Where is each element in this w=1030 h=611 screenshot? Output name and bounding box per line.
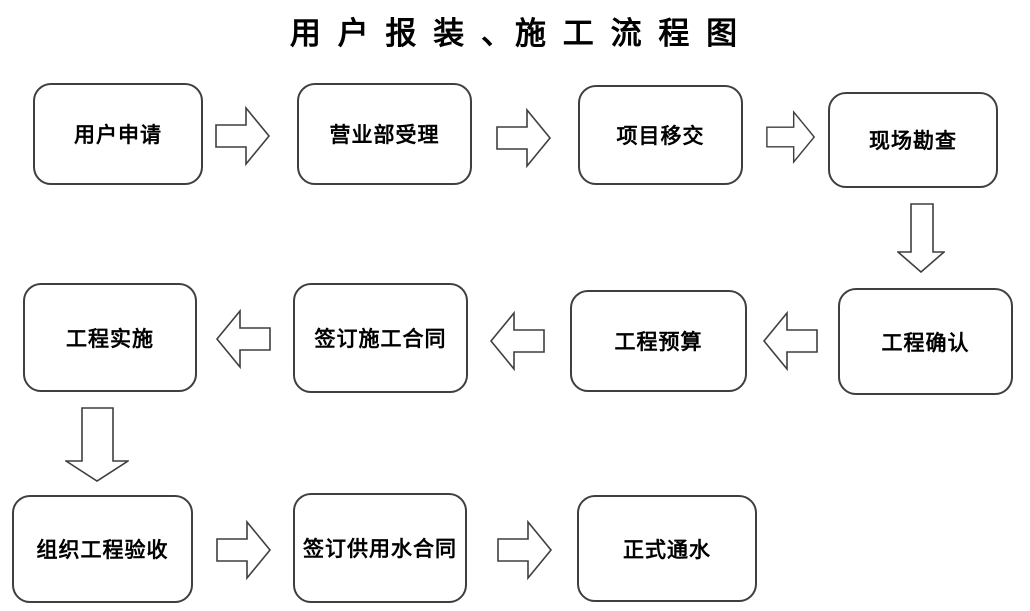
block-arrow-right-icon	[215, 104, 271, 168]
flow-box-site-survey: 现场勘查	[828, 92, 998, 188]
flow-box-official-water-supply: 正式通水	[577, 495, 757, 602]
block-arrow-down-icon	[895, 203, 947, 274]
block-arrow-left-icon	[215, 307, 271, 371]
flow-box-label: 工程实施	[66, 325, 154, 351]
flow-box-sign-water-supply-contract: 签订供用水合同	[293, 493, 467, 603]
block-arrow-right-icon	[496, 106, 552, 170]
flow-box-organize-acceptance: 组织工程验收	[12, 495, 193, 603]
flow-box-user-apply: 用户申请	[33, 83, 203, 185]
block-arrow-down-icon	[63, 407, 131, 483]
page-title: 用 户 报 装 、施 工 流 程 图	[289, 16, 741, 52]
flow-box-label: 签订施工合同	[314, 326, 447, 351]
flow-box-sign-construction-contract: 签订施工合同	[293, 283, 468, 393]
block-arrow-right-icon	[497, 518, 553, 582]
flow-box-label: 工程确认	[881, 329, 970, 355]
flow-box-label: 工程预算	[614, 329, 703, 354]
flow-box-label: 组织工程验收	[36, 537, 169, 562]
block-arrow-right-icon	[216, 518, 272, 582]
flow-box-label: 现场勘查	[869, 128, 957, 153]
flow-box-label: 营业部受理	[329, 122, 440, 147]
flow-box-project-budget: 工程预算	[570, 290, 747, 392]
block-arrow-right-icon	[766, 108, 816, 166]
flow-box-label: 项目移交	[616, 123, 705, 148]
flow-box-label: 用户申请	[74, 122, 162, 147]
flow-box-label: 签订供用水合同	[303, 536, 457, 561]
flow-box-label: 正式通水	[623, 536, 711, 562]
flow-box-project-confirm: 工程确认	[838, 288, 1013, 395]
block-arrow-left-icon	[762, 309, 818, 373]
block-arrow-left-icon	[489, 309, 545, 373]
flow-box-project-handover: 项目移交	[578, 85, 743, 185]
flow-box-project-implementation: 工程实施	[23, 283, 197, 392]
flow-box-business-accept: 营业部受理	[297, 83, 472, 185]
